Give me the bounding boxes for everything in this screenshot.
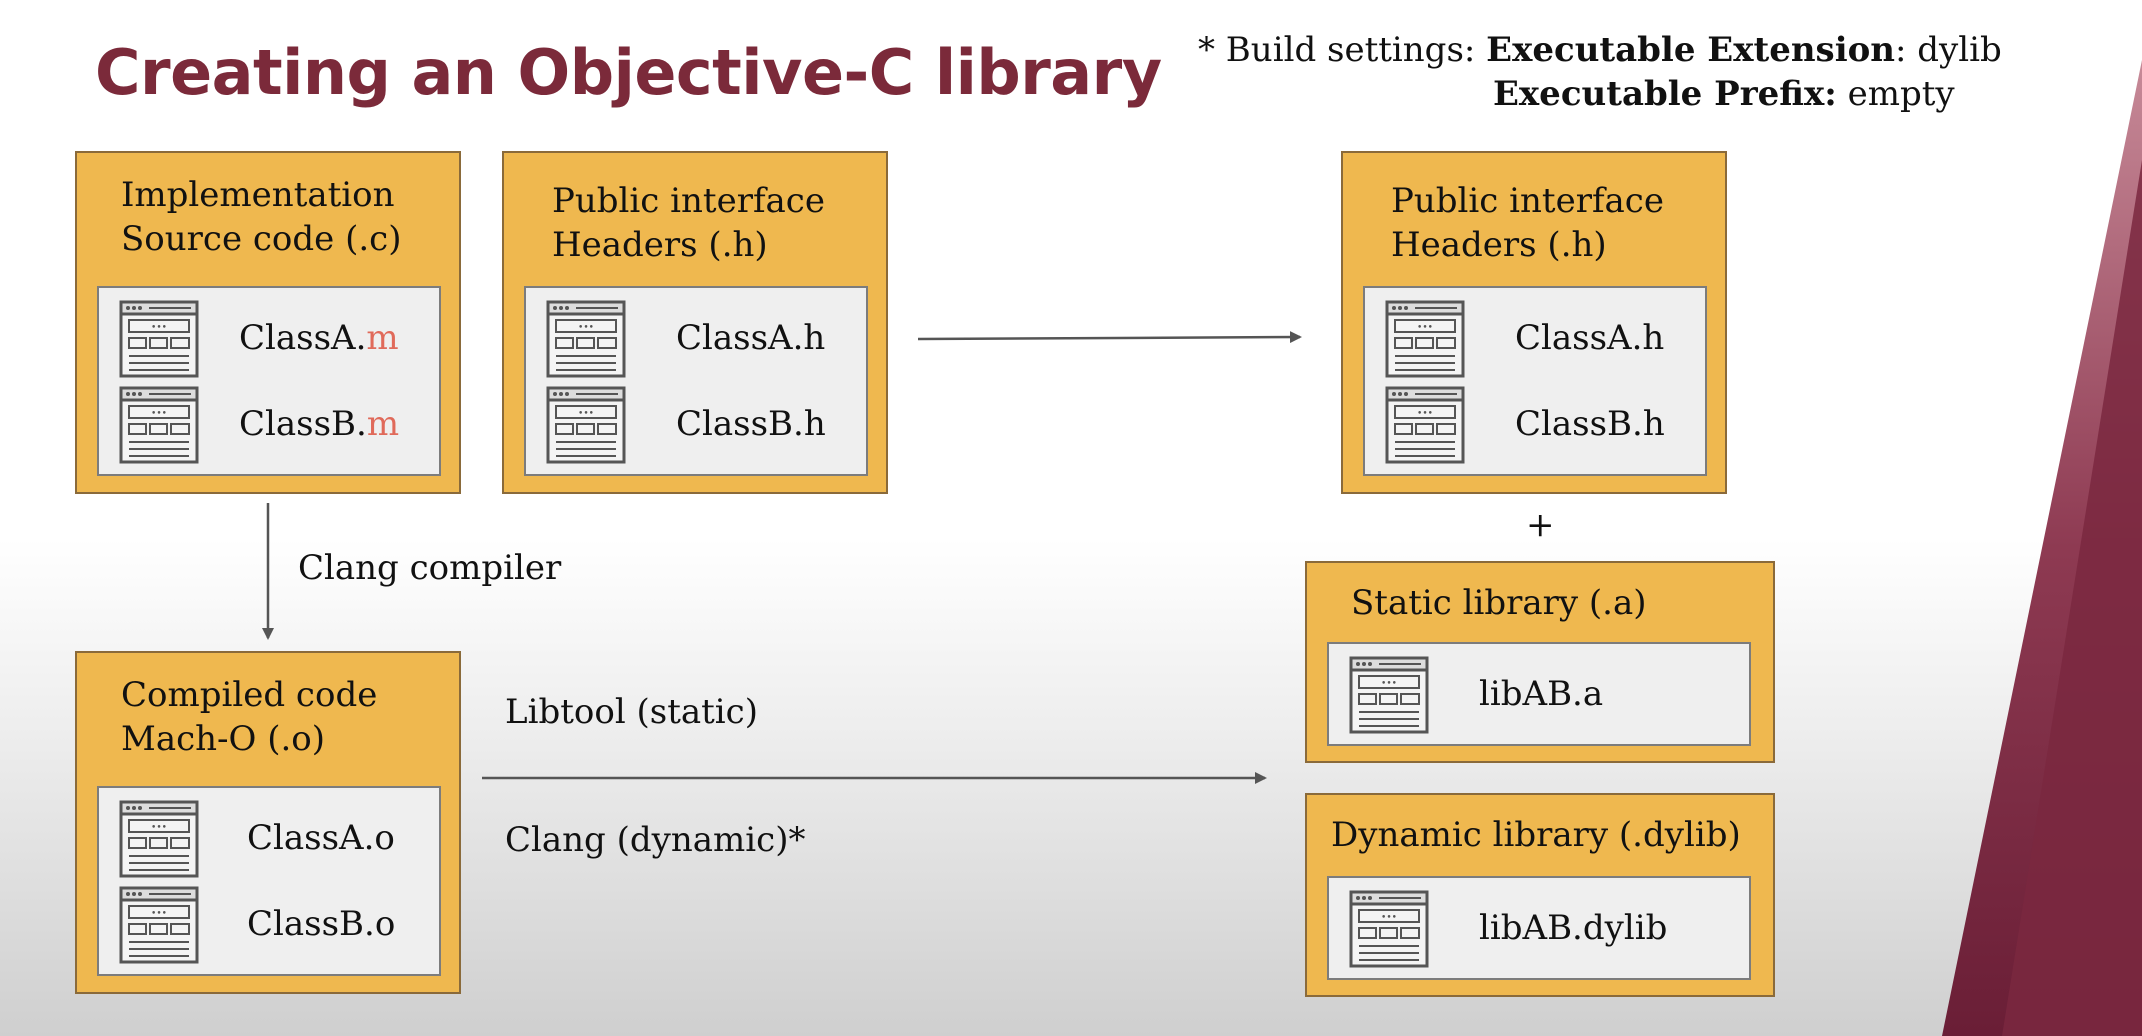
dynamic-library-title: Dynamic library (.dylib) <box>1331 815 1741 855</box>
public-interface-title: Public interface Headers (.h) <box>552 179 825 267</box>
dynamic-library-box: Dynamic library (.dylib) libAB.dylib <box>1305 793 1775 997</box>
file-extension: m <box>366 318 399 358</box>
implementation-box: Implementation Source code (.c) ClassA.m… <box>75 151 461 494</box>
file-row: ClassA.h <box>1385 300 1685 380</box>
file-name: ClassB.h <box>1515 404 1665 444</box>
file-row: ClassB.o <box>119 886 419 966</box>
build-settings-note: * Build settings: Executable Extension: … <box>1198 30 2002 70</box>
file-row: ClassA.h <box>546 300 846 380</box>
file-base: ClassB. <box>239 404 367 444</box>
clang-compiler-label: Clang compiler <box>298 548 562 588</box>
file-row: libAB.dylib <box>1349 890 1729 970</box>
implementation-box-title: Implementation Source code (.c) <box>121 173 401 261</box>
executable-prefix-key: Executable Prefix: <box>1493 74 1837 114</box>
file-base: ClassA. <box>239 318 367 358</box>
headers-copy-arrow <box>917 331 1302 344</box>
public-interface-box-right: Public interface Headers (.h) ClassA.h C… <box>1341 151 1727 494</box>
public-interface-title: Public interface Headers (.h) <box>1391 179 1664 267</box>
file-extension: m <box>366 404 400 444</box>
build-settings-prefix: * Build settings: <box>1198 30 1476 70</box>
plus-sign: + <box>1526 505 1555 545</box>
file-row: ClassB.h <box>1385 386 1685 466</box>
executable-extension-key: Executable Extension <box>1486 30 1896 70</box>
dynamic-library-panel: libAB.dylib <box>1327 876 1751 980</box>
file-row: ClassB.h <box>546 386 846 466</box>
executable-extension-value: : dylib <box>1895 30 2002 70</box>
public-interface-title-line2: Headers (.h) <box>552 225 768 265</box>
file-row: ClassB.m <box>119 386 419 466</box>
decorative-stripe <box>1942 60 2142 1036</box>
compiled-title-line2: Mach-O (.o) <box>121 719 325 759</box>
implementation-title-line1: Implementation <box>121 175 395 215</box>
compiled-code-box: Compiled code Mach-O (.o) ClassA.o Class… <box>75 651 461 994</box>
implementation-title-line2: Source code (.c) <box>121 219 402 259</box>
file-name: ClassA.o <box>247 818 395 858</box>
header-files-panel: ClassA.h ClassB.h <box>524 286 868 476</box>
static-library-box: Static library (.a) libAB.a <box>1305 561 1775 763</box>
object-files-panel: ClassA.o ClassB.o <box>97 786 441 976</box>
page-title: Creating an Objective-C library <box>95 36 1162 109</box>
public-interface-box-left: Public interface Headers (.h) ClassA.h C… <box>502 151 888 494</box>
compiled-code-title: Compiled code Mach-O (.o) <box>121 673 377 761</box>
public-interface-title-line1: Public interface <box>1391 181 1664 221</box>
executable-prefix-value: empty <box>1836 74 1955 114</box>
file-name: libAB.dylib <box>1479 908 1668 948</box>
file-name: ClassA.h <box>676 318 826 358</box>
static-library-panel: libAB.a <box>1327 642 1751 746</box>
compiled-title-line1: Compiled code <box>121 675 378 715</box>
file-name: ClassB.m <box>239 404 399 444</box>
file-row: ClassA.m <box>119 300 419 380</box>
static-library-title: Static library (.a) <box>1351 583 1647 623</box>
file-name: libAB.a <box>1479 674 1604 714</box>
file-name: ClassB.o <box>247 904 396 944</box>
build-settings-note-2: Executable Prefix: empty <box>1493 74 1955 114</box>
file-row: ClassA.o <box>119 800 419 880</box>
clang-dynamic-label: Clang (dynamic)* <box>505 820 806 860</box>
file-name: ClassA.h <box>1515 318 1665 358</box>
file-name: ClassB.h <box>676 404 826 444</box>
implementation-files-panel: ClassA.m ClassB.m <box>97 286 441 476</box>
public-interface-title-line1: Public interface <box>552 181 825 221</box>
header-files-panel: ClassA.h ClassB.h <box>1363 286 1707 476</box>
file-name: ClassA.m <box>239 318 399 358</box>
libtool-label: Libtool (static) <box>505 692 758 732</box>
file-row: libAB.a <box>1349 656 1729 736</box>
public-interface-title-line2: Headers (.h) <box>1391 225 1607 265</box>
